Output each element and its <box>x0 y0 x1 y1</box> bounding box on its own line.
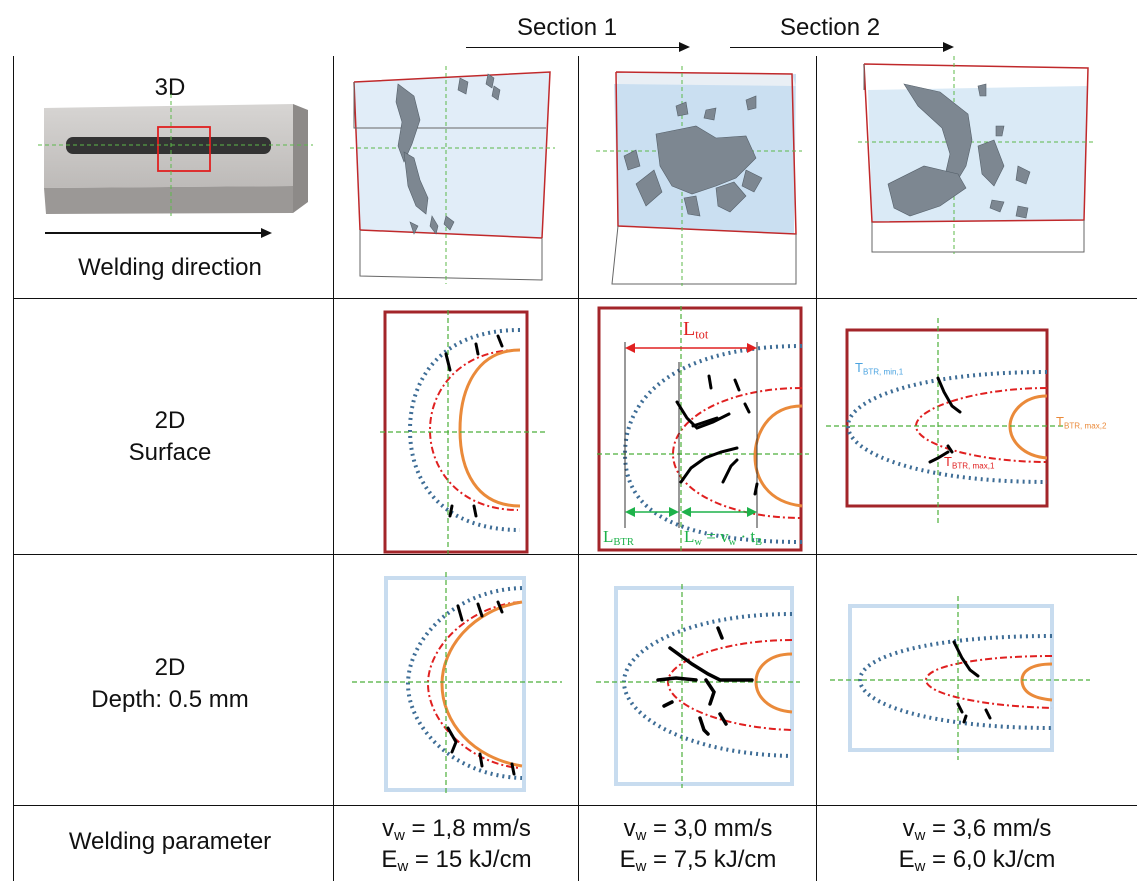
grid-row-divider-1 <box>13 298 1137 300</box>
3d-render-section-a <box>350 66 555 284</box>
grid-row-divider-2 <box>13 554 1137 556</box>
l-w-formula: Lw = vw · tB <box>684 527 763 548</box>
t-btr-min-label: TBTR, min,1 <box>855 360 904 377</box>
surface-map-section-a <box>380 310 545 554</box>
energy-input-3: Ew = 6,0 kJ/cm <box>898 846 1056 876</box>
grid-col-divider-1 <box>333 56 335 881</box>
row-3d-label: 3D <box>154 74 186 101</box>
l-btr-label: LBTR <box>603 527 634 548</box>
grid-col-divider-3 <box>816 56 818 881</box>
row-parameter-label: Welding parameter <box>68 828 272 855</box>
3d-render-section-c <box>858 56 1094 254</box>
parameters-col-3: vw = 3,6 mm/s Ew = 6,0 kJ/cm <box>817 815 1137 877</box>
section-2-arrow <box>730 42 954 52</box>
section-2-label: Section 2 <box>780 14 881 41</box>
l-tot-label: Ltot <box>683 318 709 342</box>
welding-speed-3: vw = 3,6 mm/s <box>902 815 1052 845</box>
surface-map-section-b <box>597 306 809 554</box>
depth-map-section-b <box>596 584 800 788</box>
energy-input-2: Ew = 7,5 kJ/cm <box>619 846 777 876</box>
welding-direction-arrow <box>45 228 272 238</box>
grid-col-divider-2 <box>578 56 580 881</box>
welding-direction-label: Welding direction <box>78 254 262 281</box>
parameters-col-1: vw = 1,8 mm/s Ew = 15 kJ/cm <box>335 815 578 877</box>
section-1-arrow <box>466 42 690 52</box>
grid-left-border <box>13 56 15 881</box>
t-btr-max2-label: TBTR, max,2 <box>1056 414 1107 431</box>
depth-map-section-a <box>352 572 562 794</box>
t-btr-max1-label: TBTR, max,1 <box>944 454 995 471</box>
section-1-label: Section 1 <box>517 14 618 41</box>
energy-input-1: Ew = 15 kJ/cm <box>381 846 532 876</box>
welding-speed-1: vw = 1,8 mm/s <box>382 815 531 845</box>
welding-speed-2: vw = 3,0 mm/s <box>623 815 773 845</box>
parameters-col-2: vw = 3,0 mm/s Ew = 7,5 kJ/cm <box>579 815 817 877</box>
3d-render-section-b <box>596 66 802 286</box>
depth-map-section-c <box>830 596 1090 760</box>
specimen-block-icon <box>38 94 313 216</box>
surface-map-section-c <box>826 318 1064 526</box>
grid-row-divider-3 <box>13 805 1137 807</box>
